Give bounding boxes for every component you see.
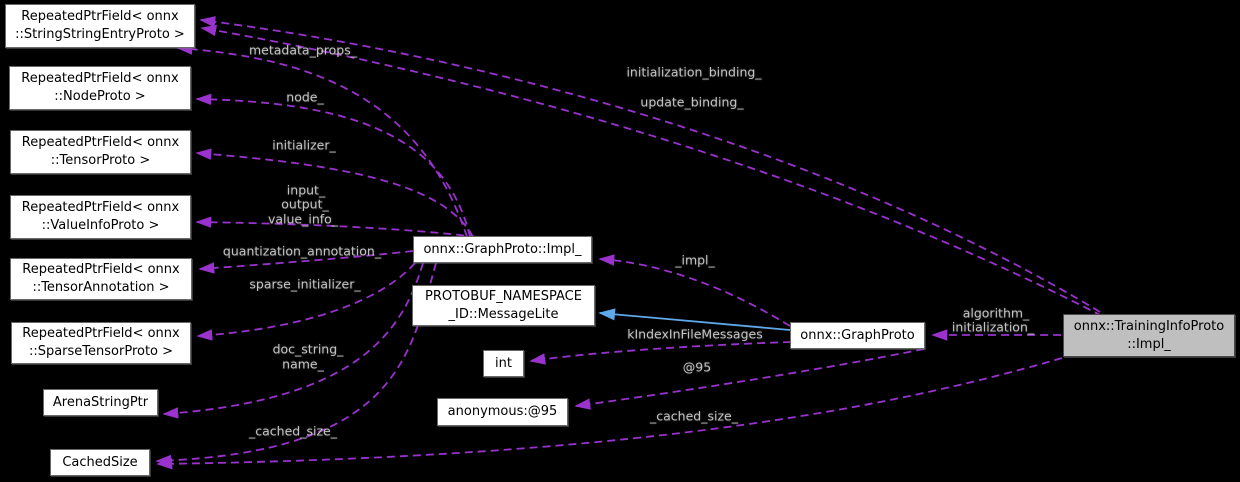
node-label: onnx::TrainingInfoProto bbox=[1073, 318, 1225, 334]
edge-label-node: node_ bbox=[286, 89, 324, 105]
edge-label-algorithm: algorithm_ bbox=[962, 305, 1030, 321]
node-label: PROTOBUF_NAMESPACE bbox=[425, 288, 582, 304]
node-label: onnx::GraphProto bbox=[800, 327, 915, 343]
node-label: ::TensorProto > bbox=[50, 153, 151, 168]
node-repeatedptrfield-tensorannotation[interactable]: RepeatedPtrField< onnx ::TensorAnnotatio… bbox=[10, 258, 192, 300]
edge-metadata-props bbox=[176, 43, 468, 238]
node-repeatedptrfield-tensorproto[interactable]: RepeatedPtrField< onnx ::TensorProto > bbox=[10, 130, 191, 174]
edge-at95 bbox=[574, 348, 925, 410]
node-label: RepeatedPtrField< onnx bbox=[22, 326, 180, 341]
node-label: ::ValueInfoProto > bbox=[41, 218, 160, 233]
edge-node bbox=[195, 93, 471, 238]
edge-label-cached-size-right: _cached_size_ bbox=[650, 408, 738, 424]
edge-label-update-binding: update_binding_ bbox=[640, 94, 744, 110]
edge-label-name: name_ bbox=[282, 356, 324, 372]
edge-label-value-info: value_info_ bbox=[267, 211, 339, 227]
edge-quantization-annotation bbox=[198, 250, 414, 274]
node-label: RepeatedPtrField< onnx bbox=[21, 200, 180, 215]
node-graphproto-impl[interactable]: onnx::GraphProto::Impl_ bbox=[413, 236, 592, 263]
node-repeatedptrfield-stringstringentryproto[interactable]: RepeatedPtrField< onnx ::StringStringEnt… bbox=[5, 4, 195, 48]
edge-initializer bbox=[195, 148, 474, 238]
node-repeatedptrfield-nodeproto[interactable]: RepeatedPtrField< onnx ::NodeProto > bbox=[9, 66, 191, 110]
edge-label-sparse-initializer: sparse_initializer_ bbox=[249, 276, 361, 292]
node-label: CachedSize bbox=[62, 454, 138, 470]
node-label: RepeatedPtrField< onnx bbox=[21, 135, 180, 150]
edge-kindexinfilemessages bbox=[529, 341, 792, 365]
node-label: onnx::GraphProto::Impl_ bbox=[423, 241, 582, 257]
node-anonymous-95[interactable]: anonymous:@95 bbox=[437, 398, 568, 426]
node-label: anonymous:@95 bbox=[447, 404, 558, 419]
node-traininginfoproto-impl[interactable]: onnx::TrainingInfoProto ::Impl_ bbox=[1063, 314, 1235, 357]
node-graphproto[interactable]: onnx::GraphProto bbox=[790, 322, 925, 349]
edge-impl bbox=[598, 254, 791, 327]
edge-label-at95: @95 bbox=[682, 359, 712, 375]
edge-label-cached-size-left: _cached_size_ bbox=[249, 423, 337, 439]
edge-label-kindexinfilemessages: kIndexInFileMessages bbox=[627, 326, 763, 342]
node-label: RepeatedPtrField< onnx bbox=[21, 9, 179, 24]
edge-label-initialization-binding: initialization_binding_ bbox=[626, 64, 762, 80]
edge-label-impl: _impl_ bbox=[675, 252, 715, 268]
node-arenastringptr[interactable]: ArenaStringPtr bbox=[43, 389, 158, 416]
node-messagelite[interactable]: PROTOBUF_NAMESPACE _ID::MessageLite bbox=[412, 285, 595, 326]
edge-sparse-initializer bbox=[196, 262, 416, 341]
node-label: int bbox=[495, 355, 512, 371]
node-label: ::NodeProto > bbox=[54, 89, 146, 104]
edge-cached-size-left bbox=[155, 262, 437, 467]
node-label: RepeatedPtrField< onnx bbox=[21, 71, 179, 86]
edge-label-input: input_ bbox=[286, 182, 326, 198]
edge-cached-size-right bbox=[156, 357, 1063, 470]
node-label: ::StringStringEntryProto > bbox=[15, 27, 185, 42]
node-label: ArenaStringPtr bbox=[52, 394, 149, 410]
edge-update-binding bbox=[200, 24, 1103, 317]
node-repeatedptrfield-sparsetensorproto[interactable]: RepeatedPtrField< onnx ::SparseTensorPro… bbox=[11, 322, 191, 364]
edge-inherits-messagelite bbox=[598, 308, 791, 331]
node-label: ::TensorAnnotation > bbox=[32, 280, 170, 295]
edge-label-output: output_ bbox=[281, 196, 329, 212]
node-label: ::SparseTensorProto > bbox=[28, 344, 174, 359]
edge-initialization-binding bbox=[199, 16, 1101, 313]
node-label: ::Impl_ bbox=[1127, 336, 1171, 352]
node-repeatedptrfield-valueinfoproto[interactable]: RepeatedPtrField< onnx ::ValueInfoProto … bbox=[10, 195, 191, 239]
node-int[interactable]: int bbox=[483, 350, 524, 377]
edge-label-doc-string: doc_string_ bbox=[272, 341, 344, 357]
node-label: RepeatedPtrField< onnx bbox=[22, 262, 180, 277]
edge-label-initialization: initialization_ bbox=[951, 319, 1035, 335]
edge-label-metadata-props: metadata_props_ bbox=[249, 42, 357, 58]
node-cachedsize[interactable]: CachedSize bbox=[50, 449, 150, 476]
edge-label-initializer: initializer_ bbox=[272, 137, 336, 153]
node-label: _ID::MessageLite bbox=[448, 306, 559, 322]
edge-label-quantization-annotation: quantization_annotation_ bbox=[222, 243, 382, 259]
